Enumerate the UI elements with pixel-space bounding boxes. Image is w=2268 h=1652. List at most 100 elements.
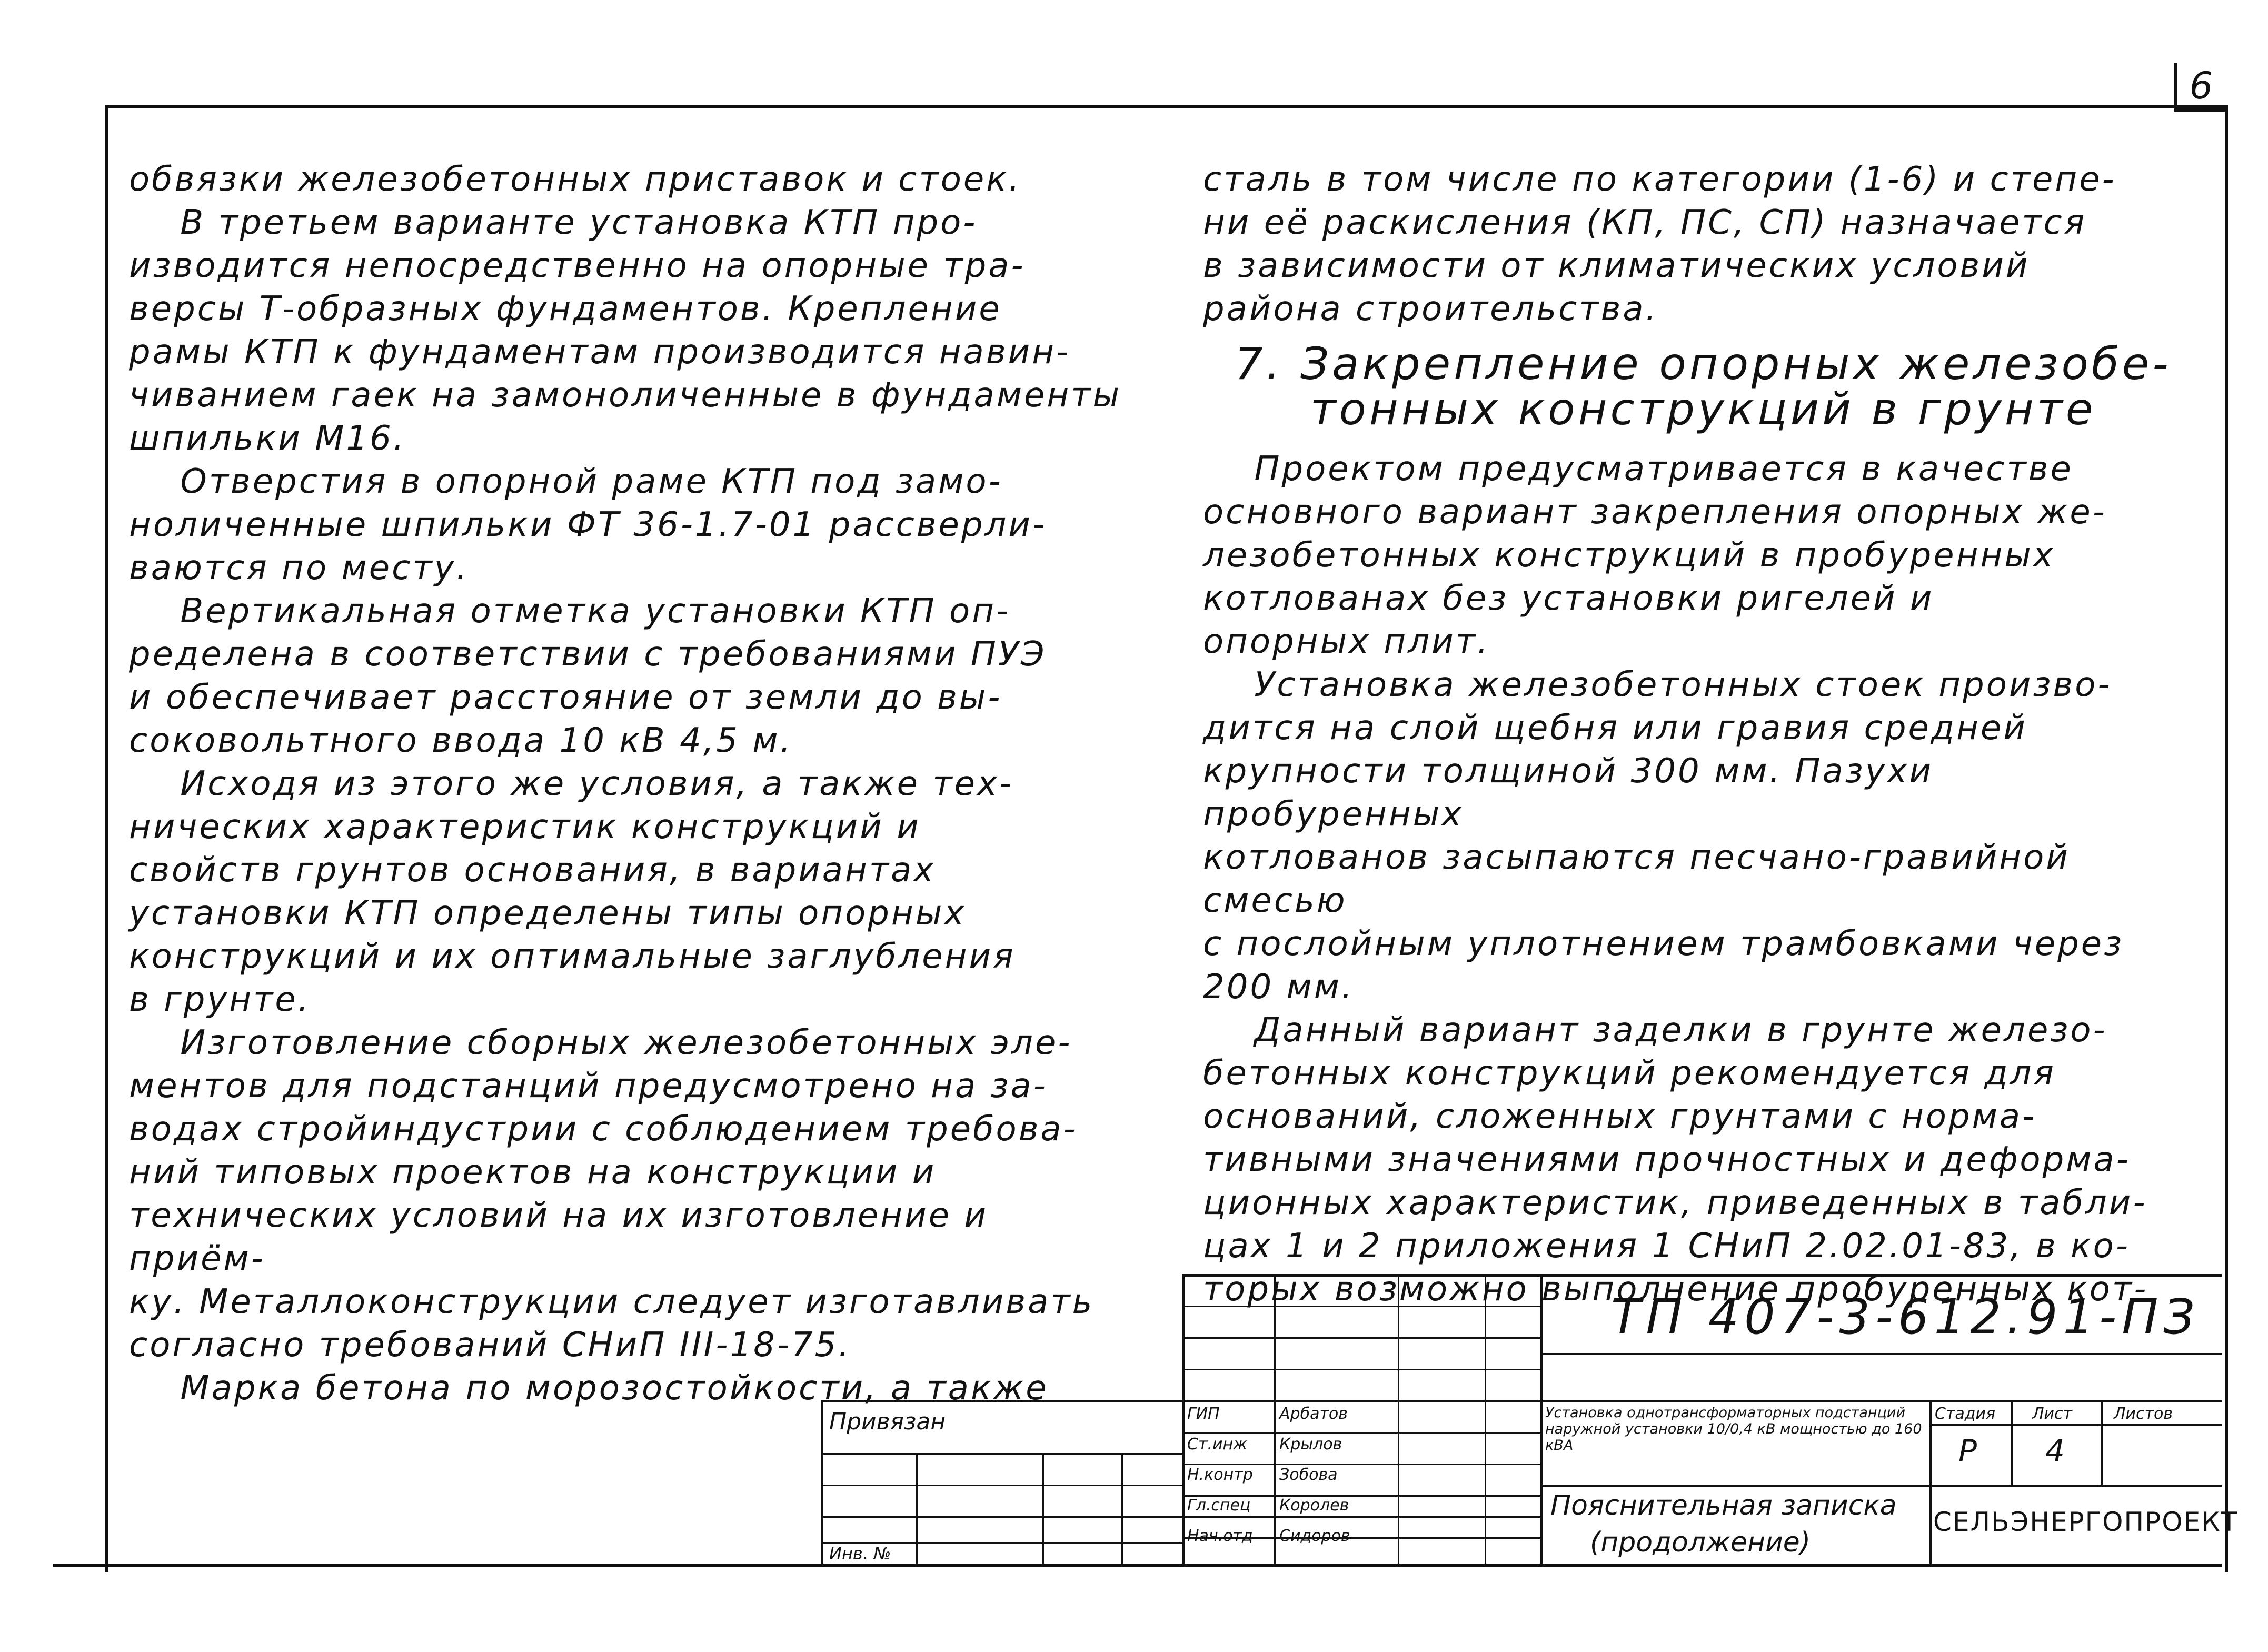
privyazan-col — [1121, 1453, 1123, 1566]
doc-code: ТП 407-3-612.91-ПЗ — [1611, 1289, 2200, 1345]
tb-row — [1182, 1464, 1540, 1465]
person-name: Арбатов — [1279, 1405, 1348, 1423]
inv-label: Инв. № — [829, 1544, 891, 1564]
right-column-bottom-line: бетонных конструкций рекомендуется для — [1203, 1054, 2056, 1093]
sheet-label: Лист — [2032, 1405, 2073, 1423]
left-column-line: обвязки железобетонных приставок и стоек… — [129, 160, 1022, 199]
tb-row — [1182, 1369, 1540, 1370]
tb-col — [1274, 1274, 1276, 1566]
right-column-bottom-line: цах 1 и 2 приложения 1 СНиП 2.02.01-83, … — [1203, 1227, 2130, 1266]
right-column-bottom-line: с послойным уплотнением трамбовками чере… — [1203, 924, 2124, 963]
person-name: Сидоров — [1279, 1527, 1350, 1545]
tb-row — [1182, 1537, 1540, 1539]
tb-left-border — [1182, 1274, 1185, 1566]
section-heading-line: тонных конструкций в грунте — [1310, 383, 2096, 435]
section-heading-line: 7. Закрепление опорных железобе- — [1235, 338, 2172, 390]
left-text-column: обвязки железобетонных приставок и стоек… — [129, 158, 1129, 1410]
tb-col-sheets — [2101, 1400, 2103, 1485]
sheets-label: Листов — [2114, 1405, 2173, 1423]
left-column-line: Исходя из этого же условия, а также тех- — [129, 764, 1013, 803]
left-column-line: ноличенные шпильки ФТ 36-1.7-01 рассверл… — [129, 505, 1047, 544]
left-column-line: Изготовление сборных железобетонных эле- — [129, 1023, 1072, 1062]
tb-row — [1182, 1516, 1540, 1518]
left-column-line: нических характеристик конструкций и — [129, 808, 921, 847]
tb-top-border — [1182, 1274, 2222, 1277]
role-label: ГИП — [1187, 1405, 1220, 1423]
person-name: Крылов — [1279, 1435, 1342, 1454]
person-name: Зобова — [1279, 1466, 1338, 1484]
left-column-line: Вертикальная отметка установки КТП оп- — [129, 592, 1011, 631]
sheet-value: 4 — [2045, 1433, 2065, 1469]
tb-row-info — [1540, 1400, 2222, 1402]
tb-row — [1182, 1495, 1540, 1497]
person-name: Королев — [1279, 1496, 1349, 1515]
right-column-bottom-line: крупности толщиной 300 мм. Пазухи пробур… — [1203, 752, 1946, 834]
left-column-line: ку. Металлоконструкции следует изготавли… — [129, 1282, 1095, 1321]
left-column-line: ментов для подстанций предусмотрено на з… — [129, 1067, 1048, 1106]
privyazan-row — [821, 1516, 1182, 1518]
tb-row — [1182, 1400, 1540, 1402]
right-column-bottom-line: опорных плит. — [1203, 622, 1490, 661]
privyazan-top — [821, 1400, 1182, 1402]
sheet-title-2: (продолжение) — [1590, 1527, 1811, 1558]
right-column-top-line: района строительства. — [1203, 290, 1658, 329]
left-column-line: Марка бетона по морозостойкости, а также — [129, 1369, 1049, 1408]
left-column-line: Отверстия в опорной раме КТП под замо- — [129, 462, 1003, 501]
frame-bottom-line — [53, 1564, 2222, 1567]
left-column-line: свойств грунтов основания, в вариантах — [129, 851, 936, 890]
right-column-bottom-line: котлованах без установки ригелей и — [1203, 579, 1934, 618]
tb-row-code — [1540, 1353, 2222, 1355]
left-column-line: согласно требований СНиП III-18-75. — [129, 1326, 851, 1365]
right-column-bottom-line: дится на слой щебня или гравия средней — [1203, 709, 2027, 748]
left-column-line: рамы КТП к фундаментам производится нави… — [129, 333, 1071, 372]
left-column-line: шпильки М16. — [129, 419, 406, 458]
right-column-bottom-line: Проектом предусматривается в качестве — [1203, 450, 2073, 489]
right-column-bottom-text: Проектом предусматривается в качестве осн… — [1203, 447, 2203, 1311]
stage-label: Стадия — [1935, 1405, 1996, 1423]
right-column-bottom-line: Данный вариант заделки в грунте железо- — [1203, 1011, 2107, 1050]
privyazan-row — [821, 1542, 1182, 1544]
role-label: Ст.инж — [1187, 1435, 1248, 1454]
left-column-line: ний типовых проектов на конструкции и — [129, 1153, 937, 1192]
right-column-top-line: в зависимости от климатических условий — [1203, 246, 2030, 285]
right-column-bottom-line: ционных характеристик, приведенных в таб… — [1203, 1183, 2147, 1222]
privyazan-row — [821, 1485, 1182, 1486]
right-column-bottom-line: основного вариант закрепления опорных же… — [1203, 493, 2107, 532]
privyazan-row — [821, 1453, 1182, 1455]
role-label: Н.контр — [1187, 1466, 1253, 1484]
left-column-line: ваются по месту. — [129, 549, 469, 588]
drawing-frame — [105, 105, 2228, 1572]
privyazan-left — [821, 1400, 823, 1566]
left-column-line: ределена в соответствии с требованиями П… — [129, 635, 1047, 674]
left-column-line: В третьем варианте установка КТП про- — [129, 203, 978, 242]
tb-col-stage — [1929, 1400, 1932, 1566]
right-column-top-line: ни её раскисления (КП, ПС, СП) назначает… — [1203, 203, 2087, 242]
sheet-number: 6 — [2174, 63, 2225, 112]
tb-divider-main — [1540, 1274, 1543, 1566]
left-column-line: конструкций и их оптимальные заглубления — [129, 937, 1016, 976]
organization: СЕЛЬЭНЕРГОПРОЕКТ — [1933, 1507, 2239, 1537]
right-column-bottom-line: оснований, сложенных грунтами с норма- — [1203, 1097, 2037, 1136]
left-column-line: чиванием гаек на замоноличенные в фундам… — [129, 376, 1121, 415]
left-column-line: в грунте. — [129, 980, 311, 1019]
left-column-line: изводится непосредственно на опорные тра… — [129, 246, 1026, 285]
privyazan-col — [1042, 1453, 1044, 1566]
tb-row — [1182, 1432, 1540, 1434]
sheet-title-1: Пояснительная записка — [1550, 1490, 1897, 1521]
left-column-line: установки КТП определены типы опорных — [129, 894, 967, 933]
right-column-bottom-line: 200 мм. — [1203, 968, 1355, 1007]
tb-row-title — [1540, 1485, 2222, 1487]
right-column-bottom-line: Установка железобетонных стоек произво- — [1203, 665, 2112, 704]
right-column-top-text: сталь в том числе по категории (1-6) и с… — [1203, 158, 2203, 331]
left-column-line: технических условий на их изготовление и… — [129, 1196, 1001, 1278]
left-column-line: и обеспечивает расстояние от земли до вы… — [129, 678, 1002, 717]
right-column-bottom-line: лезобетонных конструкций в пробуренных — [1203, 536, 2055, 575]
privyazan-col — [916, 1453, 918, 1566]
left-column-line: водах стройиндустрии с соблюдением требо… — [129, 1110, 1078, 1149]
right-text-column: сталь в том числе по категории (1-6) и с… — [1203, 158, 2203, 1311]
project-title: Установка однотрансформаторных подстанци… — [1545, 1405, 1922, 1454]
right-column-bottom-line: тивными значениями прочностных и деформа… — [1203, 1140, 2131, 1179]
right-column-bottom-line: котлованов засыпаются песчано-гравийной … — [1203, 838, 2083, 920]
tb-col — [1398, 1274, 1399, 1566]
tb-col-sheet — [2011, 1400, 2013, 1485]
